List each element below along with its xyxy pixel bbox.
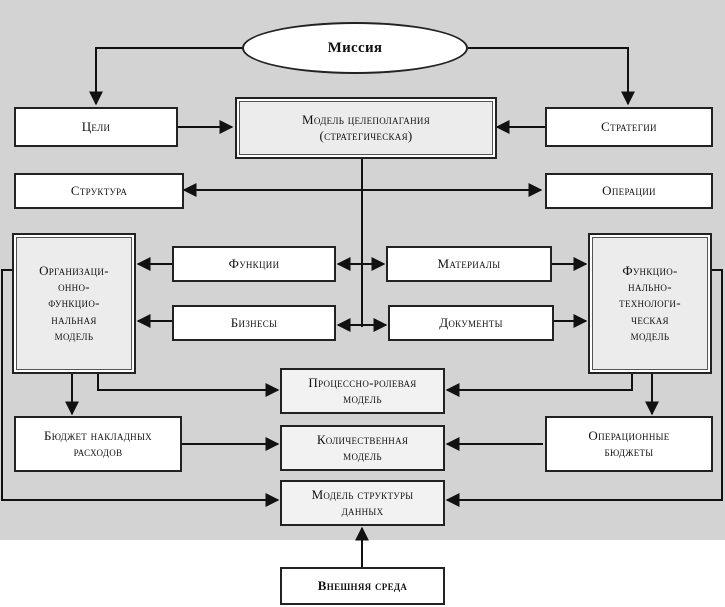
operations-node: Операции xyxy=(545,173,713,209)
strategies-node: Стратегии xyxy=(545,107,713,147)
func-tech-model-node: Функцио- нально- технологи- ческая модел… xyxy=(588,233,712,374)
right-rail-to-data-model-arrow xyxy=(445,269,723,507)
tech-model-to-process-model-arrow xyxy=(445,374,633,397)
goal-model-node: Модель целеполагания (стратегическая) xyxy=(235,97,497,159)
documents-node: Документы xyxy=(388,305,554,341)
mission-node: Миссия xyxy=(242,22,468,74)
businesses-node: Бизнесы xyxy=(172,305,336,341)
structure-node: Структура xyxy=(14,173,184,209)
materials-node: Материалы xyxy=(386,246,552,282)
left-rail-to-data-model-arrow xyxy=(1,269,280,507)
org-functional-model-node: Организаци- онно- функцио- нальная модел… xyxy=(12,233,136,374)
operational-budgets-node: Операционные бюджеты xyxy=(545,416,713,472)
process-role-model-node: Процессно-ролевая модель xyxy=(280,368,445,414)
data-structure-model-node: Модель структуры данных xyxy=(280,480,445,526)
goals-node: Цели xyxy=(14,107,178,147)
org-model-to-process-model-arrow xyxy=(97,374,280,397)
quantity-model-node: Количественная модель xyxy=(280,425,445,471)
functions-node: Функции xyxy=(172,246,336,282)
external-environment-node: Внешняя среда xyxy=(280,567,445,605)
mission-to-strategies-arrow xyxy=(468,47,635,106)
overhead-budget-node: Бюджет накладных расходов xyxy=(14,416,182,472)
mission-to-goals-arrow xyxy=(89,47,242,106)
